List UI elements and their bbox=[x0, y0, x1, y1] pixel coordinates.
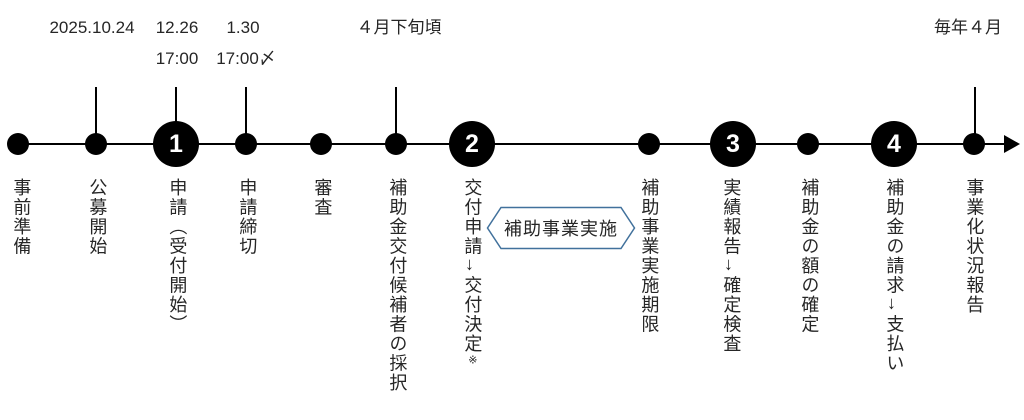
event-dot-annual-report bbox=[963, 133, 985, 155]
milestone-number-4: 4 bbox=[887, 129, 901, 158]
milestone-number-3: 3 bbox=[726, 129, 740, 158]
event-label-screening: 審査 bbox=[312, 178, 333, 217]
milestone-circle-4: 4 bbox=[871, 121, 917, 167]
event-label-grant-application-text: 交付申請→交付決定 bbox=[462, 178, 483, 354]
hexagon-label: 補助事業実施 bbox=[504, 219, 618, 239]
date-offering-start: 2025.10.24 bbox=[49, 18, 135, 37]
event-label-selection: 補助金交付候補者の採択 bbox=[387, 178, 408, 393]
arrowhead-icon bbox=[1004, 135, 1020, 153]
event-label-payment-request: 補助金の請求→支払い bbox=[884, 178, 905, 373]
event-label-deadline: 申請締切 bbox=[237, 178, 258, 256]
event-label-offering-start: 公募開始 bbox=[87, 178, 108, 256]
event-dot-project-deadline bbox=[638, 133, 660, 155]
time-application-deadline: 17:00〆 bbox=[216, 49, 276, 68]
event-label-result-report: 実績報告→確定検査 bbox=[721, 178, 742, 354]
event-dot-screening bbox=[310, 133, 332, 155]
milestone-circle-3: 3 bbox=[710, 121, 756, 167]
milestone-number-2: 2 bbox=[465, 129, 479, 158]
event-dot-preparation bbox=[7, 133, 29, 155]
event-label-grant-application: 交付申請→交付決定※ bbox=[462, 178, 483, 367]
hexagon-shape bbox=[486, 206, 636, 250]
date-application-deadline: 1.30 bbox=[226, 18, 260, 37]
event-label-grant-application-note: ※ bbox=[466, 353, 479, 367]
date-annual-report-period: 毎年４月 bbox=[934, 18, 1002, 37]
tick-line-application-deadline bbox=[245, 87, 247, 145]
tick-line-annual-report bbox=[974, 87, 976, 145]
milestone-circle-1: 1 bbox=[153, 121, 199, 167]
event-label-preparation: 事前準備 bbox=[11, 178, 32, 256]
event-dot-selection bbox=[385, 133, 407, 155]
event-label-project-deadline: 補助事業実施期限 bbox=[639, 178, 660, 334]
milestone-circle-2: 2 bbox=[449, 121, 495, 167]
tick-line-offering-start bbox=[95, 87, 97, 145]
tick-line-application-start bbox=[175, 87, 177, 145]
timeline-axis bbox=[16, 143, 1006, 145]
event-dot-offering-start bbox=[85, 133, 107, 155]
milestone-number-1: 1 bbox=[169, 129, 183, 158]
date-selection-period: ４月下旬頃 bbox=[356, 18, 442, 37]
event-label-amount-fixed: 補助金の額の確定 bbox=[799, 178, 820, 334]
event-dot-amount-fixed bbox=[797, 133, 819, 155]
date-application-start: 12.26 bbox=[155, 18, 199, 37]
event-dot-deadline bbox=[235, 133, 257, 155]
event-label-application-start: 申請（受付開始） bbox=[167, 178, 188, 334]
event-label-annual-report: 事業化状況報告 bbox=[964, 178, 985, 315]
time-application-start: 17:00 bbox=[155, 49, 199, 68]
tick-line-selection bbox=[395, 87, 397, 145]
